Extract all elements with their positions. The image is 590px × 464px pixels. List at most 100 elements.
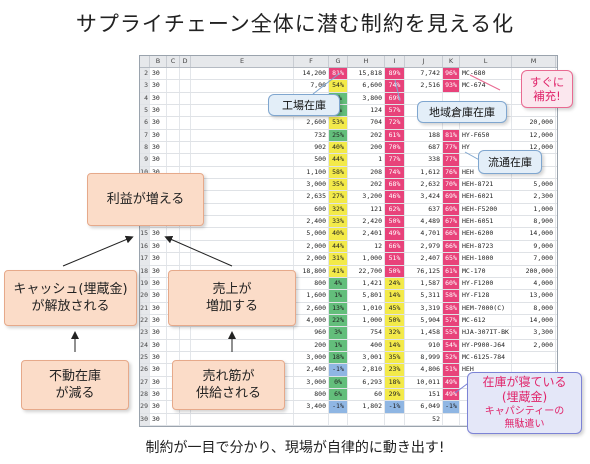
cell-h[interactable]: 3,001 [348, 351, 385, 364]
cell-h[interactable]: 12 [348, 240, 385, 253]
cell-h[interactable]: 2,401 [348, 228, 385, 240]
cell-i[interactable]: 14% [385, 290, 405, 302]
cell-b[interactable]: 30 [150, 401, 167, 413]
cell-e[interactable] [191, 388, 294, 401]
cell-j[interactable]: 1,458 [405, 327, 443, 339]
cell-j[interactable]: 8,999 [405, 351, 443, 364]
cell-d[interactable] [180, 327, 191, 339]
cell-h[interactable]: 208 [348, 166, 385, 179]
cell-h[interactable]: 200 [348, 142, 385, 154]
cell-m[interactable]: 2,000 [512, 339, 556, 351]
row-number[interactable]: 26 [140, 364, 150, 376]
cell-g[interactable]: 31% [329, 253, 348, 265]
cell-k[interactable]: 70% [443, 179, 460, 191]
cell-k[interactable] [443, 92, 460, 105]
cell-m[interactable]: 8,900 [512, 216, 556, 228]
cell-l[interactable]: HEH [460, 364, 512, 376]
cell-m[interactable] [512, 364, 556, 376]
cell-m[interactable]: 13,000 [512, 290, 556, 302]
cell-f[interactable]: 2,000 [294, 240, 329, 253]
cell-e[interactable] [191, 80, 294, 92]
cell-j[interactable]: 338 [405, 154, 443, 166]
cell-f[interactable]: 3,000 [294, 351, 329, 364]
cell-k[interactable]: 58% [443, 290, 460, 302]
cell-l[interactable] [460, 117, 512, 129]
cell-i[interactable]: 45% [385, 302, 405, 314]
cell-m[interactable]: 1,000 [512, 203, 556, 216]
cell-j[interactable]: 3,424 [405, 191, 443, 203]
cell-l[interactable]: HY-F128 [460, 290, 512, 302]
cell-m[interactable]: 2,300 [512, 191, 556, 203]
row-number[interactable]: 18 [140, 265, 150, 277]
cell-i[interactable]: 14% [385, 339, 405, 351]
cell-m[interactable]: 20,000 [512, 117, 556, 129]
cell-b[interactable]: 30 [150, 240, 167, 253]
cell-d[interactable] [180, 154, 191, 166]
cell-g[interactable] [329, 413, 348, 425]
row-number[interactable]: 10 [140, 166, 150, 179]
cell-b[interactable]: 30 [150, 339, 167, 351]
cell-l[interactable]: HEM-7000(C) [460, 302, 512, 314]
cell-b[interactable]: 30 [150, 142, 167, 154]
cell-c[interactable] [167, 117, 180, 129]
cell-h[interactable]: 2,810 [348, 364, 385, 376]
cell-g[interactable]: 35% [329, 179, 348, 191]
column-header-f[interactable]: F [294, 56, 329, 67]
cell-i[interactable]: 89% [385, 68, 405, 80]
cell-h[interactable] [348, 413, 385, 425]
cell-l[interactable]: MC-680 [460, 68, 512, 80]
cell-c[interactable] [167, 339, 180, 351]
cell-d[interactable] [180, 253, 191, 265]
cell-k[interactable]: -1% [443, 401, 460, 413]
cell-i[interactable]: 69% [385, 92, 405, 105]
row-number[interactable]: 2 [140, 68, 150, 80]
cell-l[interactable]: HJA-307IT-BK [460, 327, 512, 339]
cell-e[interactable] [191, 154, 294, 166]
cell-f[interactable]: 732 [294, 129, 329, 142]
row-number[interactable]: 24 [140, 339, 150, 351]
cell-d[interactable] [180, 339, 191, 351]
cell-e[interactable] [191, 339, 294, 351]
cell-h[interactable]: 1,421 [348, 277, 385, 290]
cell-f[interactable]: 960 [294, 327, 329, 339]
cell-h[interactable]: 202 [348, 179, 385, 191]
cell-m[interactable]: 14,000 [512, 314, 556, 327]
cell-h[interactable]: 6,293 [348, 376, 385, 388]
row-number[interactable]: 28 [140, 388, 150, 401]
cell-c[interactable] [167, 80, 180, 92]
cell-g[interactable]: 18% [329, 351, 348, 364]
row-number[interactable]: 16 [140, 240, 150, 253]
cell-g[interactable]: 40% [329, 142, 348, 154]
column-header-c[interactable]: C [167, 56, 180, 67]
cell-g[interactable]: 4% [329, 277, 348, 290]
cell-k[interactable]: 61% [443, 265, 460, 277]
cell-f[interactable]: 14,200 [294, 68, 329, 80]
cell-c[interactable] [167, 253, 180, 265]
cell-j[interactable]: 2,632 [405, 179, 443, 191]
cell-m[interactable] [512, 154, 556, 166]
cell-g[interactable]: 6% [329, 388, 348, 401]
cell-g[interactable]: 41% [329, 265, 348, 277]
cell-e[interactable] [191, 216, 294, 228]
cell-d[interactable] [180, 92, 191, 105]
cell-e[interactable] [191, 364, 294, 376]
cell-g[interactable]: 0% [329, 376, 348, 388]
cell-b[interactable]: 30 [150, 277, 167, 290]
cell-c[interactable] [167, 154, 180, 166]
cell-m[interactable]: 200,000 [512, 265, 556, 277]
cell-b[interactable]: 30 [150, 253, 167, 265]
cell-h[interactable]: 1,000 [348, 314, 385, 327]
cell-b[interactable]: 30 [150, 105, 167, 117]
cell-k[interactable]: 49% [443, 376, 460, 388]
cell-g[interactable]: -1% [329, 401, 348, 413]
cell-i[interactable]: 72% [385, 117, 405, 129]
